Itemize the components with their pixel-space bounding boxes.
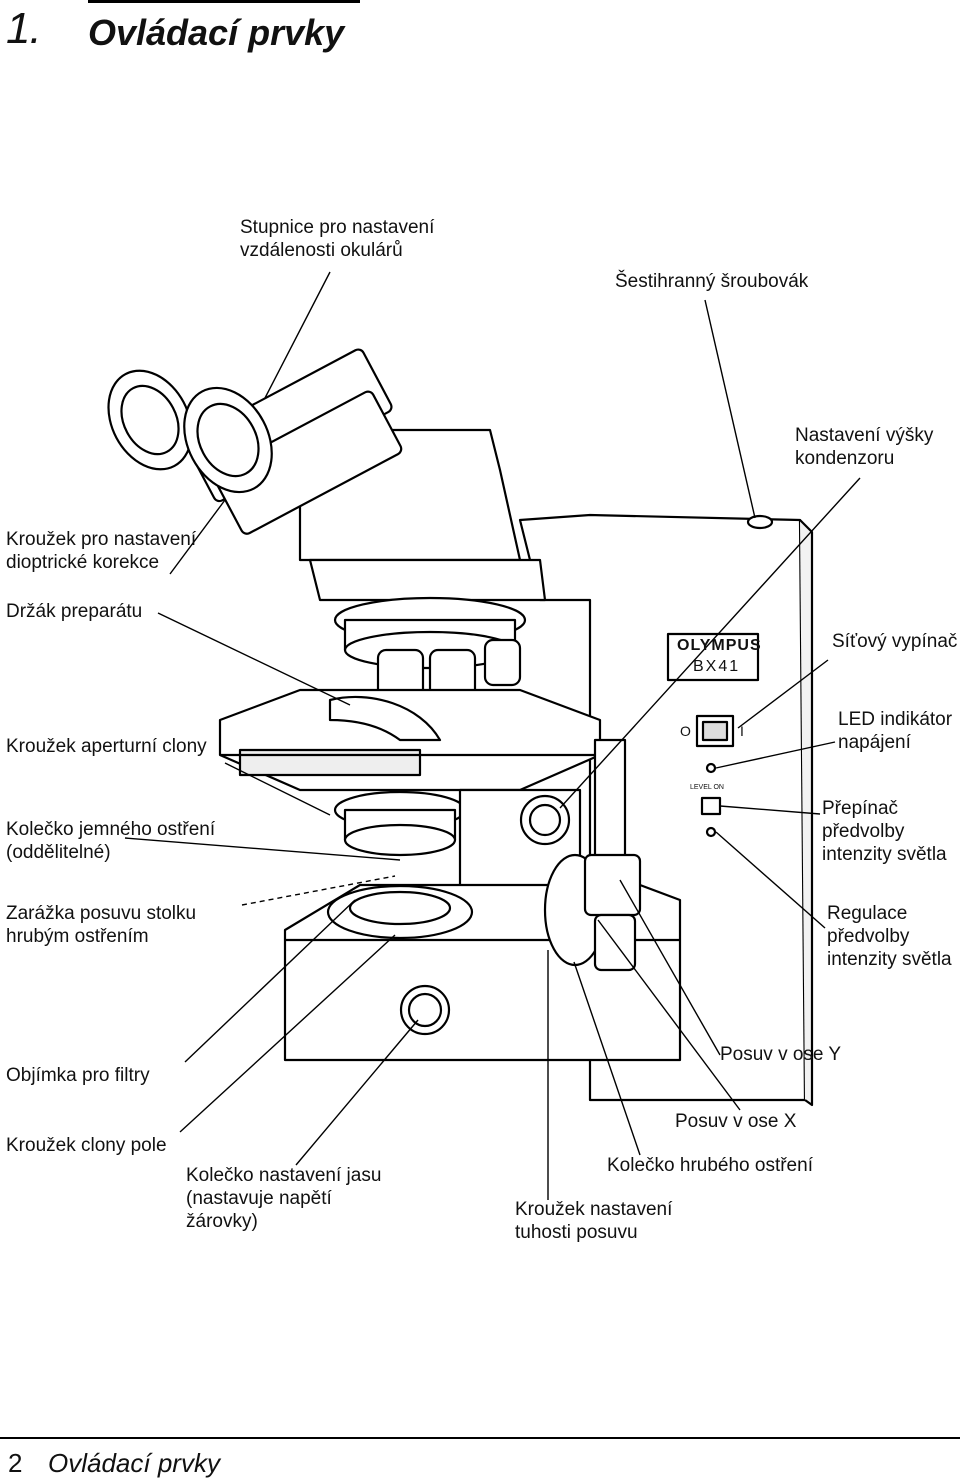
label-line: Zarážka posuvu stolku [6,903,197,924]
label-diopter-ring: Kroužek pro nastavení dioptrické korekce [6,528,196,574]
label-line: LED indikátor [838,709,953,730]
label-line: hrubým ostřením [6,926,149,947]
label-tension-ring: Kroužek nastavení tuhosti posuvu [515,1198,672,1244]
chapter-number: 1. [6,4,42,53]
label-main-switch: Síťový vypínač [832,631,958,652]
label-line: žárovky) [186,1211,258,1232]
preset-control [705,826,717,838]
led-indicator [705,762,717,774]
label-field-ring: Kroužek clony pole [6,1135,167,1156]
label-line: Nastavení výšky [795,425,934,446]
label-condenser-height: Nastavení výšky kondenzoru [795,424,933,470]
label-line: Přepínač [822,798,899,819]
label-power-led: LED indikátor napájení [838,708,952,754]
label-line: dioptrické korekce [6,552,160,573]
label-preset-control: Regulace předvolby intenzity světla [827,902,952,971]
label-filter-holder: Objímka pro filtry [6,1065,150,1086]
label-line: intenzity světla [822,844,947,865]
stage-drive-shaft [593,738,627,872]
x-axis-knob [583,853,642,917]
label-line: kondenzoru [795,448,895,469]
label-aperture-ring: Kroužek aperturní clony [6,736,207,757]
label-line: tuhosti posuvu [515,1222,638,1243]
label-specimen-holder: Držák preparátu [6,601,143,622]
label-line: Kroužek nastavení [515,1199,673,1220]
label-line: Kroužek pro nastavení [6,529,197,550]
preset-mark: LEVEL ON [690,784,724,791]
brand-logo: OLYMPUS [677,637,762,654]
power-on-mark: I [740,723,744,739]
eyepiece-tube-right [212,390,403,535]
label-line: předvolby [827,926,910,947]
label-line: Stupnice pro nastavení [240,217,435,238]
label-line: Kolečko nastavení jasu [186,1165,382,1186]
label-line: intenzity světla [827,949,952,970]
specimen-clip [328,695,442,742]
label-coarse-stop: Zarážka posuvu stolku hrubým ostřením [6,902,196,948]
label-hex-driver: Šestihranný šroubovák [615,271,809,292]
label-line: (oddělitelné) [6,842,111,863]
model-name: BX41 [693,658,741,675]
preset-switch [700,796,722,816]
label-eyepiece-scale: Stupnice pro nastavení vzdálenosti okulá… [240,216,434,262]
label-line: napájení [838,732,911,753]
label-y-axis: Posuv v ose Y [720,1044,842,1065]
page-title: Ovládací prvky [88,12,345,53]
label-line: předvolby [822,821,905,842]
label-fine-focus: Kolečko jemného ostření (oddělitelné) [6,818,215,864]
label-x-axis: Posuv v ose X [675,1111,797,1132]
head-base [308,558,547,602]
hex-driver [746,514,774,530]
header-rule [88,0,360,3]
label-brightness: Kolečko nastavení jasu (nastavuje napětí… [186,1164,381,1233]
label-coarse-focus: Kolečko hrubého ostření [607,1155,813,1176]
page-number: 2 [8,1448,23,1478]
label-line: Kolečko jemného ostření [6,819,216,840]
objective [483,638,522,687]
label-line: (nastavuje napětí [186,1188,332,1209]
label-line: vzdálenosti okulárů [240,240,403,261]
label-line: Regulace [827,903,908,924]
label-preset-switch: Přepínač předvolby intenzity světla [822,797,947,866]
footer-rule [0,1437,960,1439]
footer-title: Ovládací prvky [48,1448,220,1478]
power-off-mark: O [680,723,691,739]
